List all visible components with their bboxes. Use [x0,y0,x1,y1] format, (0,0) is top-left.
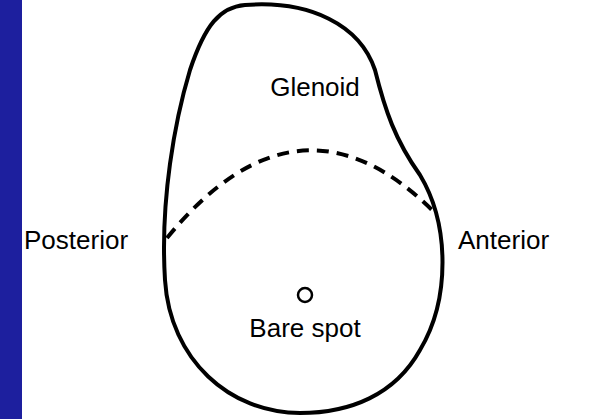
glenoid-outline-shape [160,0,455,419]
direction-label: Posterior [24,226,128,256]
bare-spot: Bare spot [235,284,375,348]
node-label: Glenoid [270,73,360,103]
white-panel [22,0,590,419]
direction-label: Anterior [458,226,549,256]
bare-spot-circle [298,288,312,302]
glenoid-outline: GlenoidBare spot [160,0,455,419]
glenoid-outline-path [164,4,442,413]
dashed-line [167,150,437,238]
node-label: Bare spot [249,314,360,344]
